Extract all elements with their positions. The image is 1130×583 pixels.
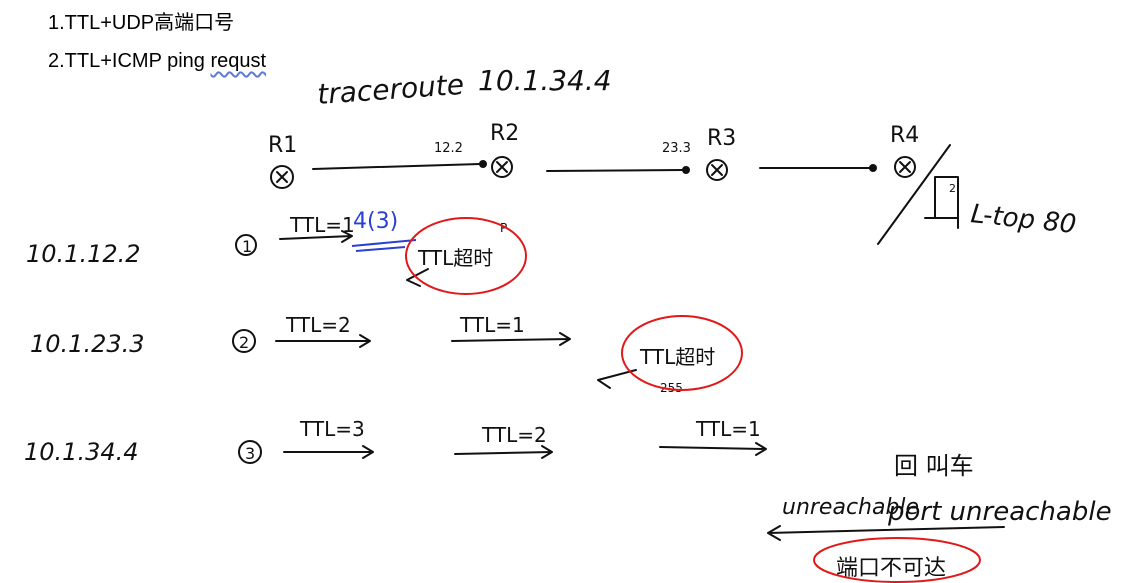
router-r4-label: R4 bbox=[890, 123, 919, 148]
hop-1-timeout-circle bbox=[405, 217, 527, 295]
link-r1-r2 bbox=[312, 163, 481, 170]
router-r4-x-icon bbox=[899, 161, 911, 173]
hop-2-return-arrow bbox=[597, 369, 637, 389]
router-r1-icon bbox=[270, 165, 294, 189]
note-line-2-word: requst bbox=[210, 50, 267, 72]
hop-3-address: 10.1.34.4 bbox=[24, 438, 139, 466]
reply-circled-text: 端口不可达 bbox=[836, 556, 946, 581]
hop-3-ttl-3: TTL=1 bbox=[695, 417, 761, 441]
router-r4: R4 bbox=[869, 123, 919, 178]
hop-3: 10.1.34.4 3 TTL=3 TTL=2 TTL=1 bbox=[24, 417, 767, 466]
hop-2-timeout-circle bbox=[621, 315, 743, 391]
hop-2: 10.1.23.3 2 TTL=2 TTL=1 TTL超时 255 bbox=[30, 313, 743, 395]
hop-1: 10.1.12.2 1 TTL=1 4(3) TTL超时 P bbox=[26, 209, 527, 295]
r4-slash bbox=[877, 144, 951, 245]
router-r1-x-icon bbox=[276, 171, 288, 183]
router-r2-icon bbox=[491, 156, 513, 178]
traceroute-target: 10.1.34.4 bbox=[478, 64, 612, 97]
hop-2-number-circle bbox=[232, 329, 256, 353]
reply-unreachable: unreachable bbox=[782, 495, 919, 520]
hop-1-address: 10.1.12.2 bbox=[26, 240, 141, 268]
hop-2-arrow-2 bbox=[451, 332, 571, 346]
hop-1-timeout-small: P bbox=[500, 221, 507, 235]
note-line-2-prefix: 2.TTL+ICMP ping bbox=[48, 50, 211, 72]
router-r1-label: R1 bbox=[268, 133, 297, 158]
hop-2-ttl-1: TTL=2 bbox=[285, 313, 351, 337]
hop-3-ttl-2: TTL=2 bbox=[481, 423, 547, 447]
router-r3-label: R3 bbox=[707, 126, 736, 151]
hop-1-return-arrow bbox=[406, 268, 429, 287]
r4-port-dot bbox=[869, 164, 877, 172]
hop-1-timeout: TTL超时 bbox=[417, 246, 493, 270]
hop-1-number: 1 bbox=[242, 237, 252, 256]
router-r2-x-icon bbox=[496, 161, 508, 173]
reply-port-unreachable: port unreachable bbox=[887, 497, 1112, 527]
router-r3-x-icon bbox=[711, 164, 723, 176]
reply-title: 回 叫车 bbox=[894, 452, 974, 480]
r3-port-dot bbox=[682, 166, 690, 174]
hop-1-arrow bbox=[279, 230, 353, 243]
hop-3-number-circle bbox=[238, 440, 262, 464]
router-r2-interface: 12.2 bbox=[434, 141, 463, 156]
hop-2-arrow-1 bbox=[275, 334, 371, 348]
hop-3-arrow-1 bbox=[283, 445, 374, 459]
router-r3-icon bbox=[706, 159, 728, 181]
r4-box-number: 2 bbox=[949, 182, 956, 195]
note-line-2: 2.TTL+ICMP ping requst bbox=[48, 50, 266, 73]
router-r1: R1 bbox=[268, 133, 297, 189]
hop-3-arrow-2 bbox=[454, 445, 553, 459]
router-r4-icon bbox=[894, 156, 916, 178]
reply-circle bbox=[813, 537, 981, 583]
hop-2-ttl-2: TTL=1 bbox=[459, 313, 525, 337]
note-line-1: 1.TTL+UDP高端口号 bbox=[48, 12, 235, 34]
traceroute-command: traceroute bbox=[316, 68, 465, 111]
router-r3-interface: 23.3 bbox=[662, 141, 691, 156]
router-r2-label: R2 bbox=[490, 121, 519, 146]
reply-arrow bbox=[767, 525, 1005, 541]
link-r2-r3 bbox=[546, 169, 684, 172]
hop-3-ttl-1: TTL=3 bbox=[299, 417, 365, 441]
hop-1-blue-note: 4(3) bbox=[353, 209, 398, 234]
hop-1-blue-scribble bbox=[351, 239, 417, 252]
r4-port-box bbox=[924, 176, 959, 229]
hop-2-number: 2 bbox=[239, 333, 249, 352]
hop-2-timeout: TTL超时 bbox=[639, 345, 715, 369]
router-r2: R2 12.2 bbox=[434, 121, 519, 178]
r2-port-dot bbox=[479, 160, 487, 168]
hop-3-arrow-3 bbox=[659, 442, 767, 456]
router-r3: R3 23.3 bbox=[662, 126, 736, 181]
r4-note: L-top 80 bbox=[969, 199, 1077, 240]
hop-3-number: 3 bbox=[245, 444, 255, 463]
hop-2-timeout-small: 255 bbox=[660, 381, 683, 395]
reply-group: 回 叫车 unreachable port unreachable 端口不可达 bbox=[767, 452, 1112, 583]
hop-2-address: 10.1.23.3 bbox=[30, 330, 145, 358]
hop-1-number-circle bbox=[235, 234, 257, 256]
